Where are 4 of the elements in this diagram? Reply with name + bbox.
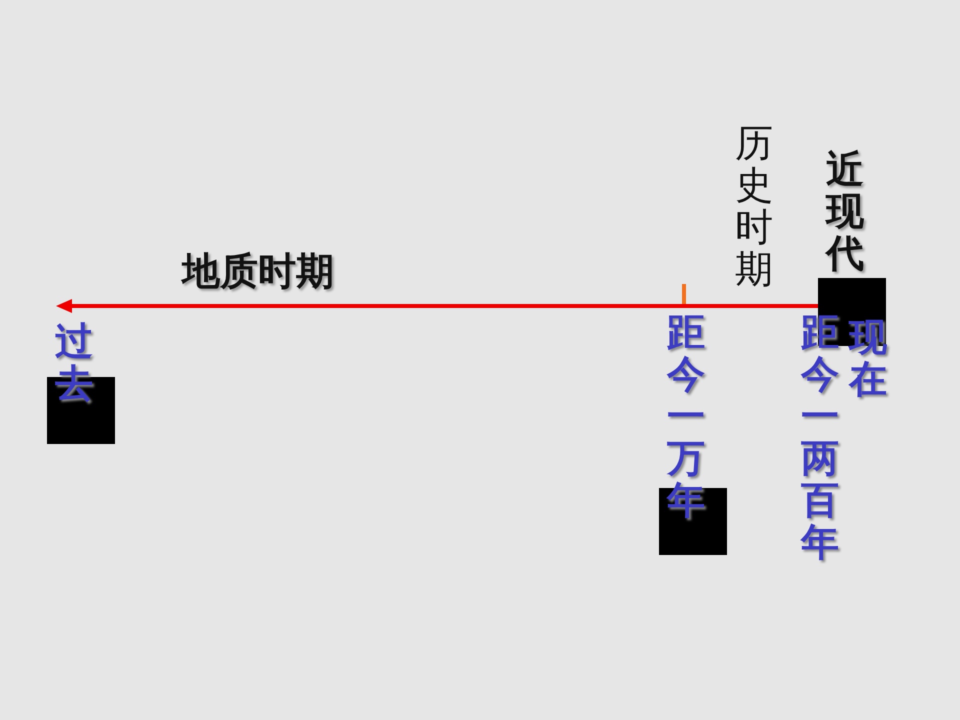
period-label: 历史时期 bbox=[734, 122, 774, 290]
period-label: 近现代 bbox=[825, 148, 865, 274]
period-label: 地质时期 bbox=[182, 250, 334, 292]
time-label: 距今一万年 bbox=[666, 311, 706, 521]
